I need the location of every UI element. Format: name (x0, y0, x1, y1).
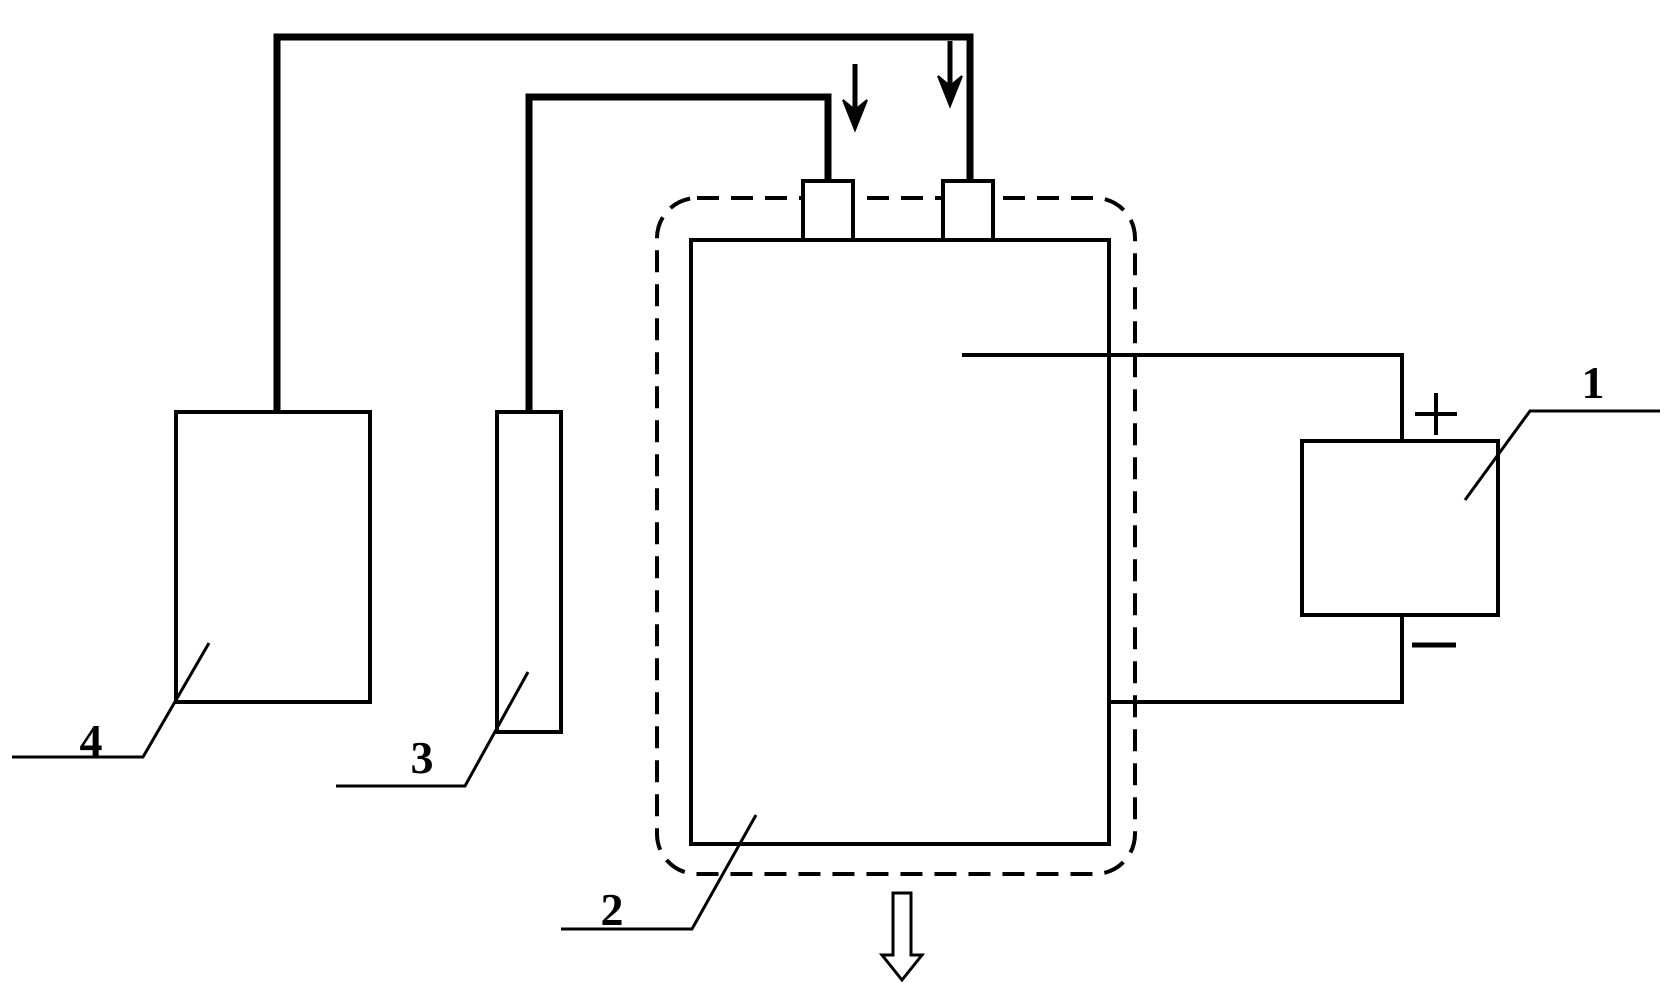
container-3 (495, 410, 563, 734)
label-4: 4 (80, 715, 103, 766)
inlet-port-right (941, 179, 995, 242)
container-4 (174, 410, 372, 704)
dashed-enclosure (655, 196, 1137, 876)
leader-line-4 (12, 642, 211, 759)
leader-line-3 (336, 671, 530, 788)
label-1: 1 (1582, 357, 1605, 408)
leader-line-1 (1463, 409, 1660, 501)
outlet-arrow (878, 891, 926, 983)
positive-sign-icon (1415, 393, 1457, 435)
label-3: 3 (411, 732, 434, 783)
reaction-chamber (689, 238, 1111, 846)
inlet-port-left (801, 179, 855, 242)
leader-line-2 (561, 814, 758, 931)
pipe-from-container-4 (273, 33, 974, 412)
flow-arrow-right (937, 41, 963, 109)
label-2: 2 (601, 884, 624, 935)
wire-negative (1109, 615, 1404, 704)
flow-arrow-left (842, 64, 868, 133)
power-supply (1300, 439, 1500, 617)
pipe-from-container-3 (525, 93, 832, 412)
wire-positive (962, 353, 1404, 441)
